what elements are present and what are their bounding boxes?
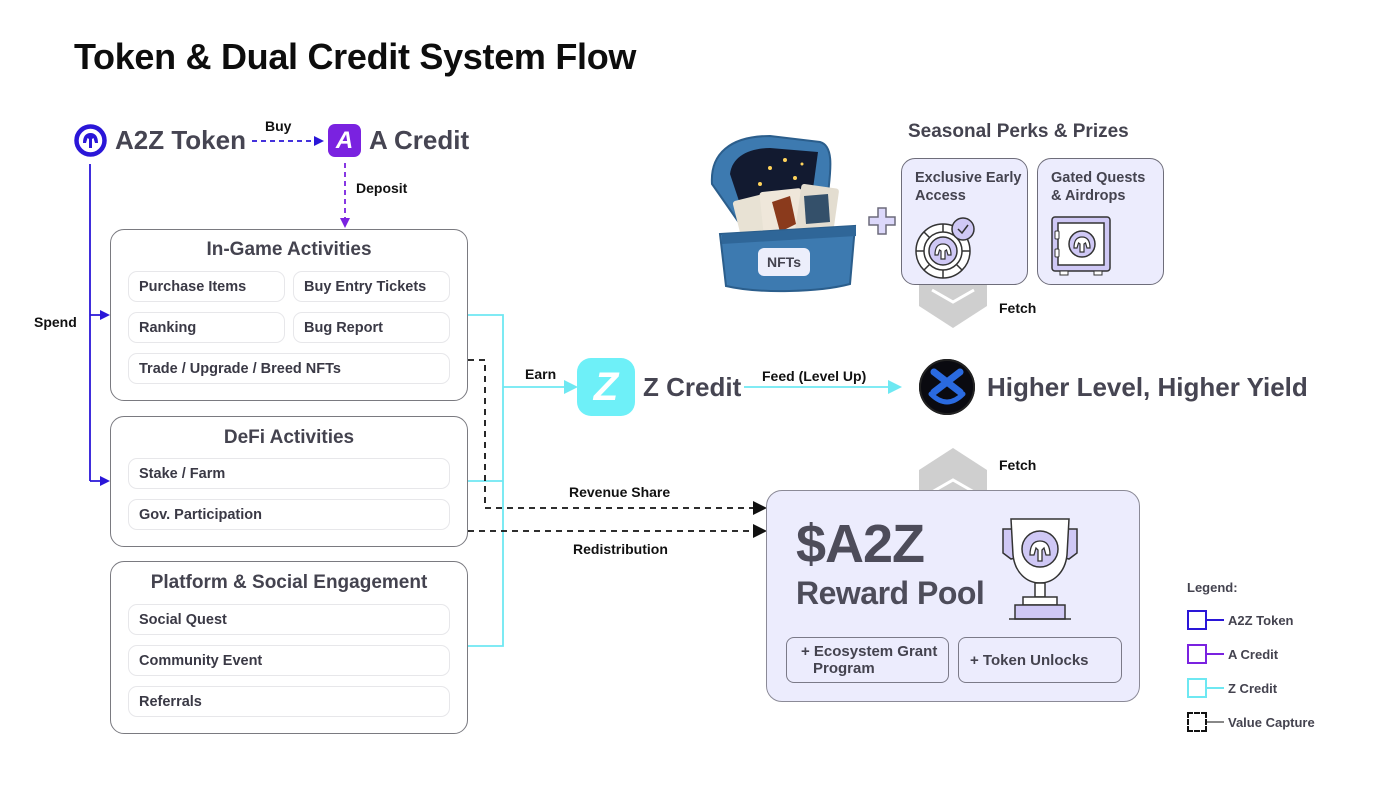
perk-card-gated-quests: Gated Quests & Airdrops [1037,158,1164,285]
fetch-down-arrow-inner [931,288,975,304]
perk-early-access-line2: Access [915,188,966,204]
legend-item: Z Credit [1187,678,1337,698]
a-credit-node: A A Credit [328,124,469,157]
fetch-down-arrow [919,284,987,328]
chip-community-event: Community Event [128,645,450,676]
vault-safe-icon [1050,215,1112,277]
chip-stake-farm: Stake / Farm [128,458,450,489]
source-ecosystem-grant-line2: Program [813,660,875,677]
reward-pool-card: $A2Z Reward Pool + Ecosystem Grant Progr… [766,490,1140,702]
in-game-activities-group: In-Game Activities Purchase Items Buy En… [110,229,468,401]
deposit-label: Deposit [356,180,408,196]
reward-pool-title: Reward Pool [796,575,985,611]
perk-card-early-access: Exclusive Early Access [901,158,1028,285]
a2z-helmet-icon [74,124,107,157]
reward-pool-ticker: $A2Z [796,514,925,574]
in-game-activities-title: In-Game Activities [206,239,372,260]
perk-gated-quests-line1: Gated Quests [1051,170,1146,186]
platform-social-group: Platform & Social Engagement Social Ques… [110,561,468,734]
page-title: Token & Dual Credit System Flow [74,36,637,77]
earn-label: Earn [525,366,557,382]
legend-label: Value Capture [1228,714,1315,730]
fetch-bottom-label: Fetch [999,457,1037,473]
legend-connector [1207,721,1224,723]
chip-ranking: Ranking [128,312,285,343]
fetch-up-arrow [919,448,987,492]
legend-swatch [1187,610,1207,630]
z-credit-label: Z Credit [643,371,742,402]
nft-label: NFTs [767,254,801,270]
chip-gov-participation: Gov. Participation [128,499,450,530]
nft-chest-illustration: NFTs [700,134,870,294]
trophy-icon [989,515,1091,623]
perk-early-access-line1: Exclusive Early [915,170,1022,186]
legend-label: A Credit [1228,646,1279,662]
feed-label: Feed (Level Up) [762,368,867,384]
z-credit-node: Z Z Credit [577,358,741,416]
chip-referrals: Referrals [128,686,450,717]
perk-gated-quests-line2: & Airdrops [1051,188,1126,204]
spend-label: Spend [34,314,77,330]
defi-activities-title: DeFi Activities [223,427,355,448]
a2z-token-node: A2Z Token [74,124,246,157]
higher-level-node: Higher Level, Higher Yield [918,358,1308,416]
chip-trade-upgrade-breed: Trade / Upgrade / Breed NFTs [128,353,450,384]
legend-label: A2Z Token [1228,612,1294,628]
higher-level-label: Higher Level, Higher Yield [987,371,1308,402]
a2z-token-label: A2Z Token [115,125,246,155]
level-badge-icon [918,358,976,416]
legend-label: Z Credit [1228,680,1278,696]
legend-connector [1207,619,1224,621]
z-credit-icon: Z [577,358,635,416]
plus-icon [867,206,897,236]
legend-title: Legend: [1187,580,1238,595]
legend-item: Value Capture [1187,712,1337,732]
legend-connector [1207,653,1224,655]
legend-item: A Credit [1187,644,1337,664]
chip-purchase-items: Purchase Items [128,271,285,302]
source-token-unlocks: + Token Unlocks [958,637,1122,683]
legend-swatch [1187,712,1207,732]
revenue-share-label: Revenue Share [569,484,671,500]
legend-swatch [1187,644,1207,664]
redistribution-label: Redistribution [573,541,668,557]
chip-buy-entry-tickets: Buy Entry Tickets [293,271,450,302]
a-credit-icon: A [328,124,361,157]
chip-bug-report: Bug Report [293,312,450,343]
a-credit-label: A Credit [369,125,470,155]
source-ecosystem-grant-line1: + Ecosystem Grant [801,643,938,660]
buy-label: Buy [265,118,292,134]
fetch-top-label: Fetch [999,300,1037,316]
source-ecosystem-grant: + Ecosystem Grant Program [786,637,949,683]
legend-swatch [1187,678,1207,698]
earn-bus [468,314,504,647]
seasonal-perks-title: Seasonal Perks & Prizes [908,121,1129,142]
legend-connector [1207,687,1224,689]
defi-activities-group: DeFi Activities Stake / Farm Gov. Partic… [110,416,468,547]
legend-item: A2Z Token [1187,610,1337,630]
chip-social-quest: Social Quest [128,604,450,635]
source-token-unlocks-label: + Token Unlocks [970,651,1089,669]
verified-chip-icon [914,215,980,281]
platform-social-title: Platform & Social Engagement [150,572,428,593]
